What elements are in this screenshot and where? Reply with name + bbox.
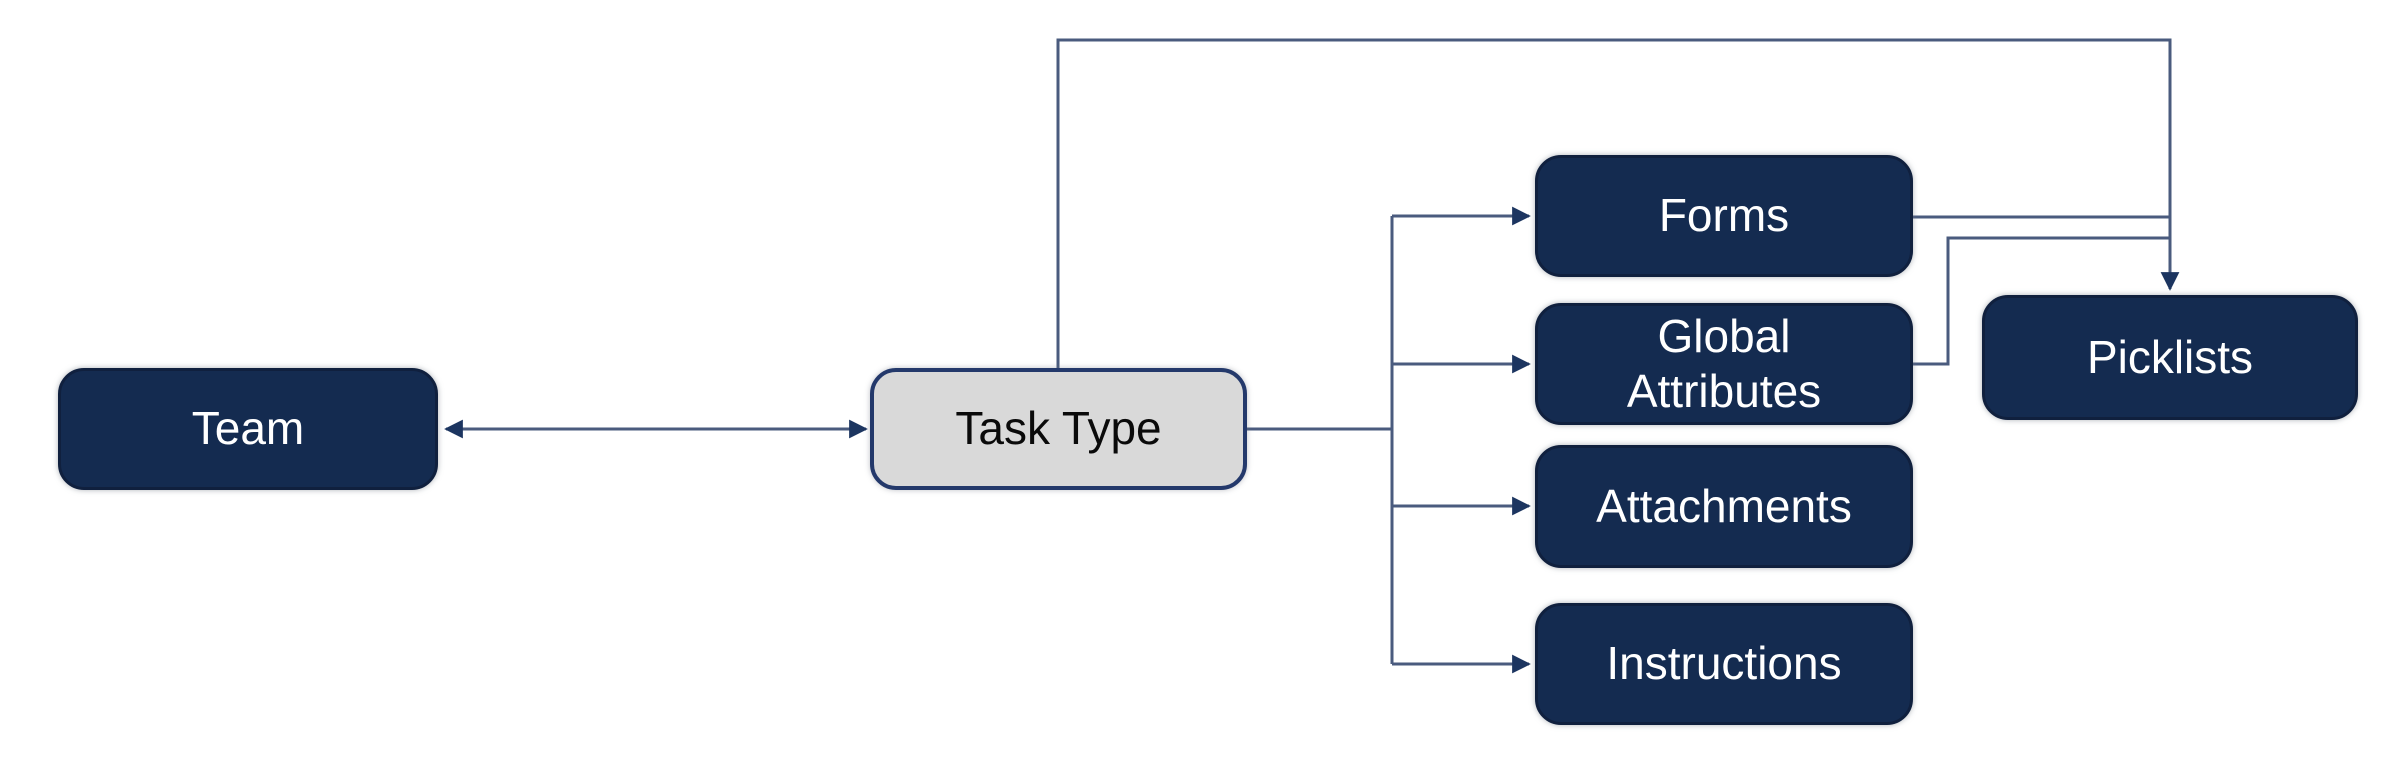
node-forms-label: Forms	[1658, 189, 1790, 242]
node-forms: Forms	[1535, 155, 1913, 277]
node-picklists-label: Picklists	[2086, 330, 2254, 383]
node-instructions-label: Instructions	[1606, 637, 1842, 690]
node-attachments-label: Attachments	[1596, 479, 1852, 532]
node-team: Team	[58, 368, 438, 490]
node-picklists: Picklists	[1982, 295, 2358, 420]
edge-global-attributes-picklists	[1913, 236, 2171, 366]
connector-lines	[444, 38, 2180, 674]
node-task-type: Task Type	[870, 368, 1247, 490]
node-global-attributes: Global Attributes	[1535, 303, 1913, 425]
edge-tasktype-picklists	[1056, 38, 2180, 368]
node-team-label: Team	[191, 402, 305, 455]
node-global-attributes-label: Global Attributes	[1626, 309, 1822, 417]
node-task-type-label: Task Type	[955, 402, 1162, 455]
node-instructions: Instructions	[1535, 603, 1913, 725]
node-attachments: Attachments	[1535, 445, 1913, 568]
